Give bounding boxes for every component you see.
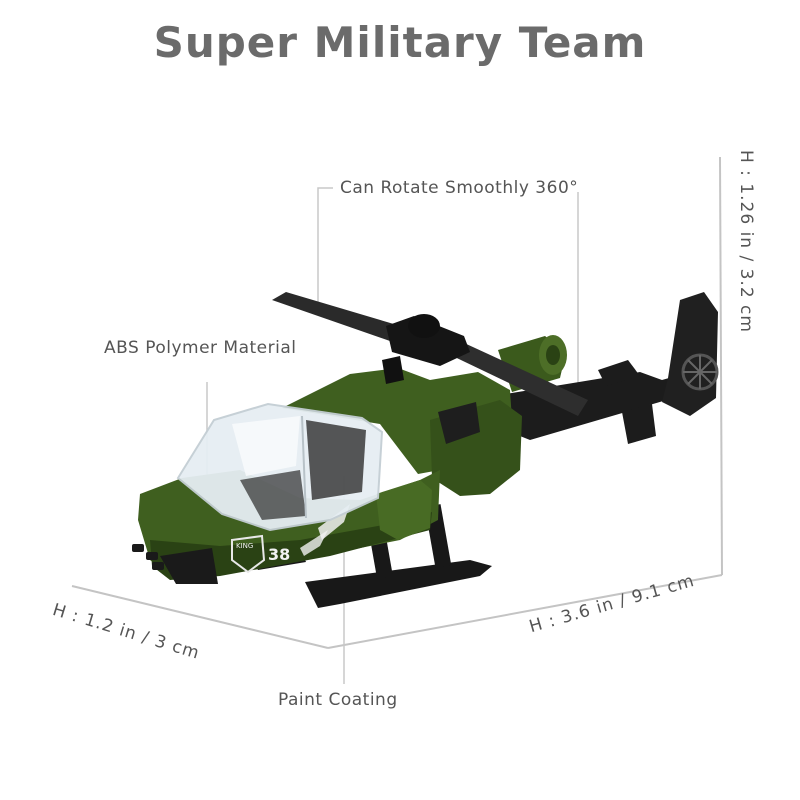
cockpit-canopy xyxy=(176,402,384,532)
nose-guns xyxy=(132,544,164,570)
length-guide-line xyxy=(327,574,723,649)
main-rotor xyxy=(272,292,588,416)
engine-exhaust xyxy=(498,335,567,392)
paint-callout-label: Paint Coating xyxy=(278,690,398,710)
rotate-leader-line xyxy=(317,187,333,306)
page-title: Super Military Team xyxy=(153,18,647,67)
badge-text: KING xyxy=(236,542,253,550)
height-dimension-label: H : 1.26 in / 3.2 cm xyxy=(736,150,756,333)
dimension-lines xyxy=(71,156,723,649)
rotate-callout-label: Can Rotate Smoothly 360° xyxy=(340,178,579,198)
king-badge-decal: KING 38 xyxy=(231,534,290,574)
height-guide-line xyxy=(719,156,723,576)
tail-number: 38 xyxy=(268,545,290,564)
width-guide-line xyxy=(71,585,329,649)
tail-rotor xyxy=(681,353,719,391)
material-callout-label: ABS Polymer Material xyxy=(104,338,297,358)
